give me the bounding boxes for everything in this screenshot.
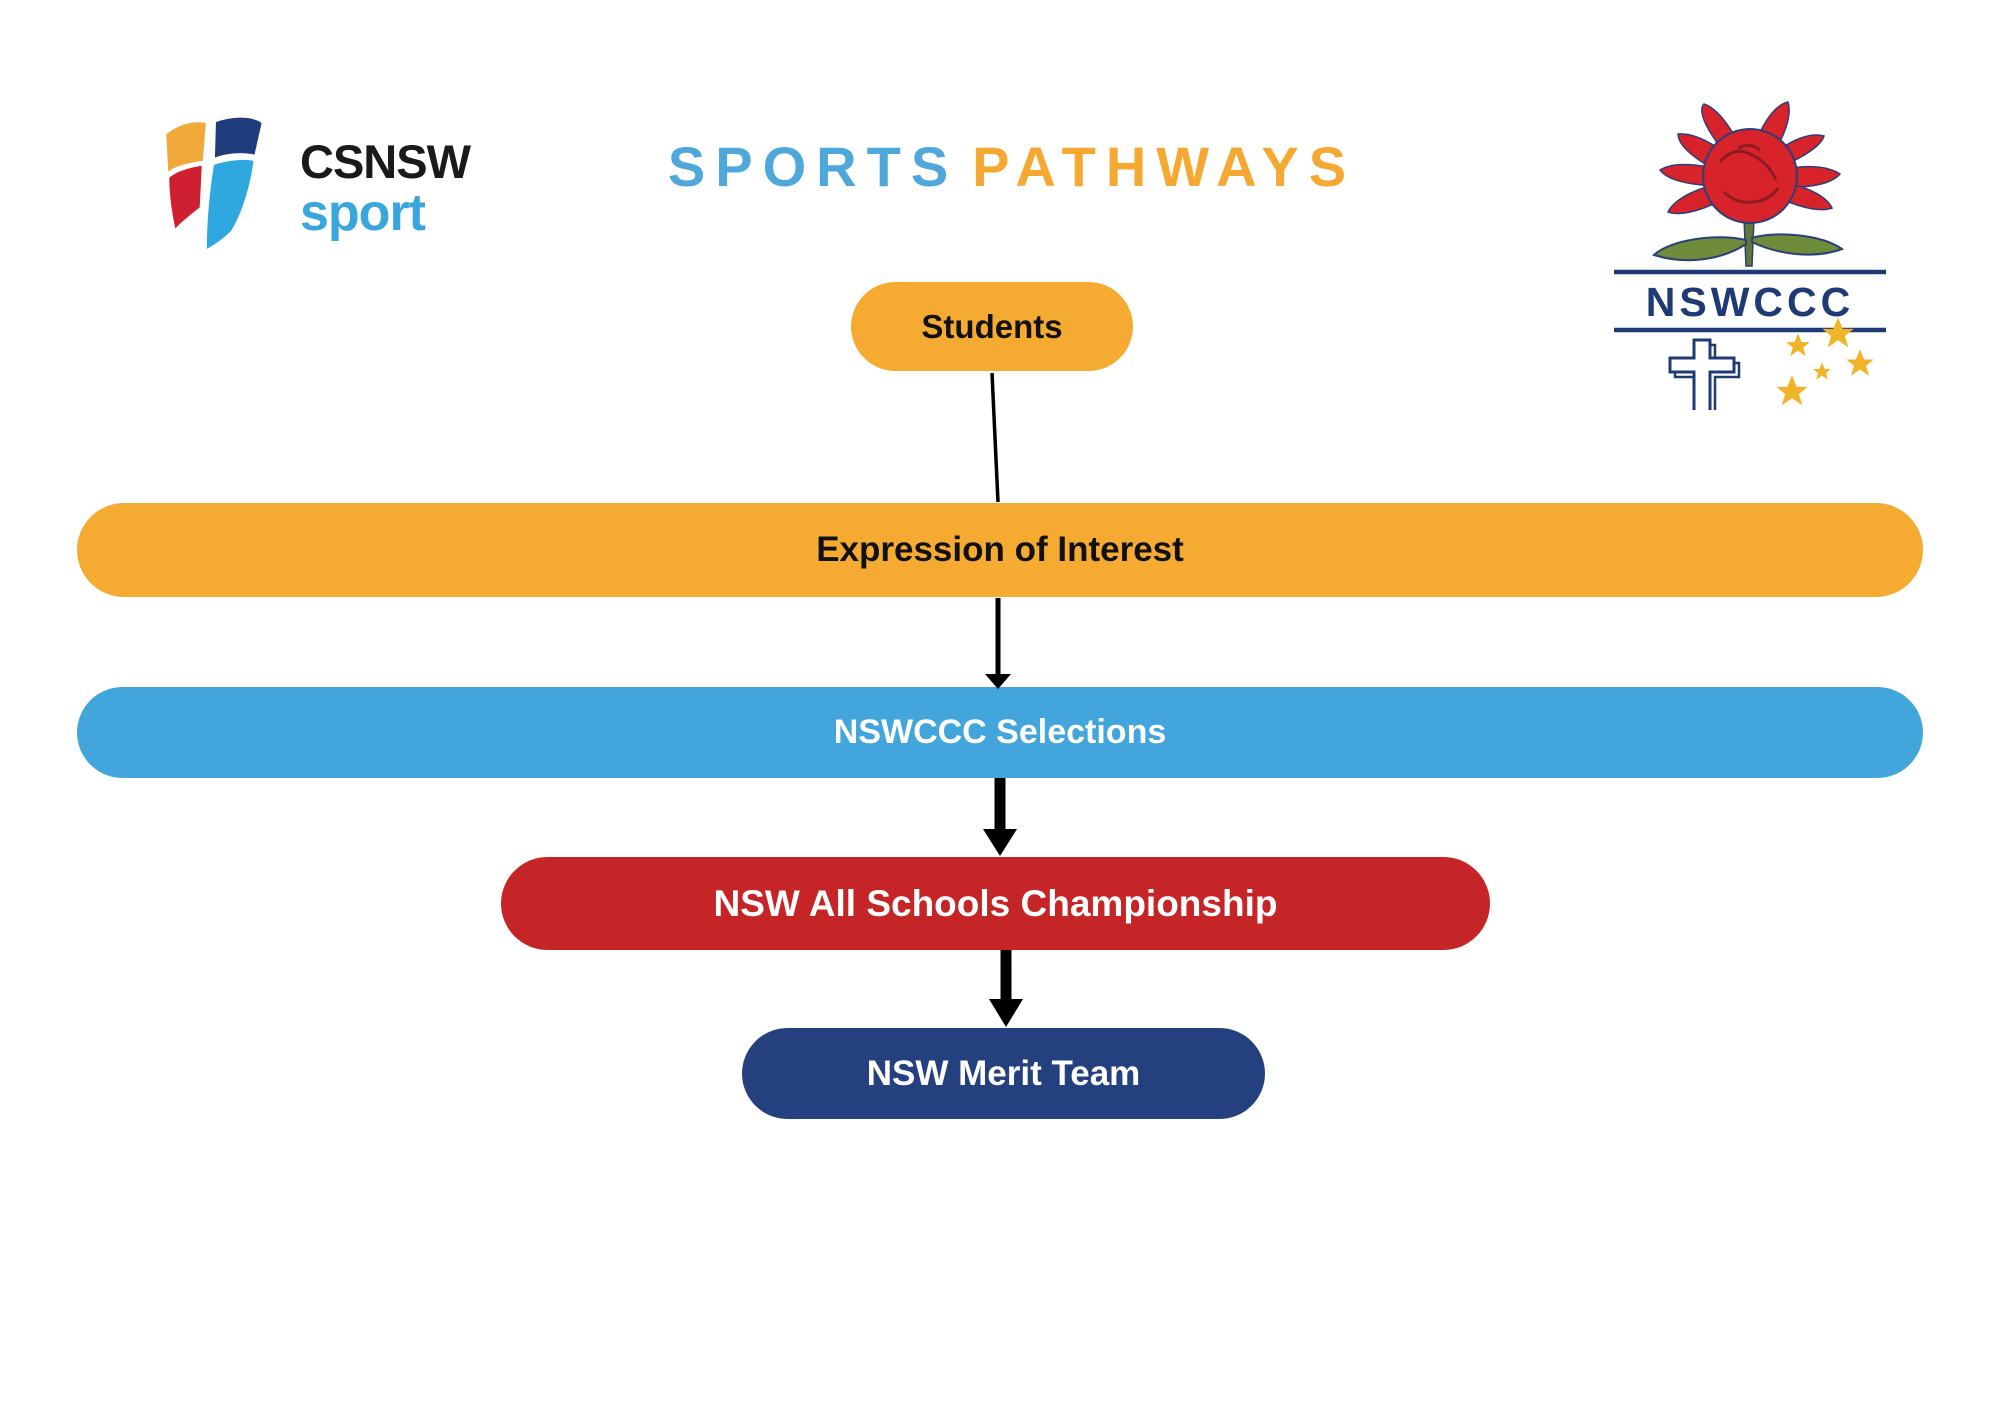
flow-node-expression-of-interest: Expression of Interest [77,503,1923,597]
waratah-flower-icon [1652,101,1845,267]
csnsw-logo-subtitle: sport [300,184,426,242]
flow-node-nsw-all-schools-championship: NSW All Schools Championship [501,857,1490,950]
connector-students-to-eoi [990,372,1000,503]
connector-eoi-to-selections-arrow-icon [985,598,1011,689]
flow-node-students: Students [851,282,1133,371]
csnsw-logo-title: CSNSW [300,135,471,188]
flow-node-nsw-all-schools-championship-label: NSW All Schools Championship [713,882,1278,924]
page-title-word2: PATHWAYS [972,135,1357,198]
csnsw-logo-text: CSNSW sport [300,110,471,242]
flow-node-expression-of-interest-label: Expression of Interest [816,530,1184,569]
flow-node-nswccc-selections-label: NSWCCC Selections [833,713,1167,751]
southern-cross-stars-icon [1776,317,1874,406]
flow-node-nsw-merit-team-label: NSW Merit Team [866,1053,1141,1093]
nswccc-logo: NSWCCC [1602,92,1898,410]
flow-node-nsw-merit-team: NSW Merit Team [742,1028,1265,1119]
csnsw-shield-icon [166,117,262,249]
nswccc-wordmark: NSWCCC [1646,279,1854,325]
connector-selections-to-championship-arrow-icon [983,778,1017,856]
connector-championship-to-merit-arrow-icon [989,950,1023,1027]
page-title-word1: SPORTS [667,135,959,198]
flow-node-nswccc-selections: NSWCCC Selections [77,687,1923,778]
csnsw-sport-logo: CSNSW sport [158,110,471,252]
flow-node-students-label: Students [921,307,1063,345]
cross-icon [1668,338,1741,410]
